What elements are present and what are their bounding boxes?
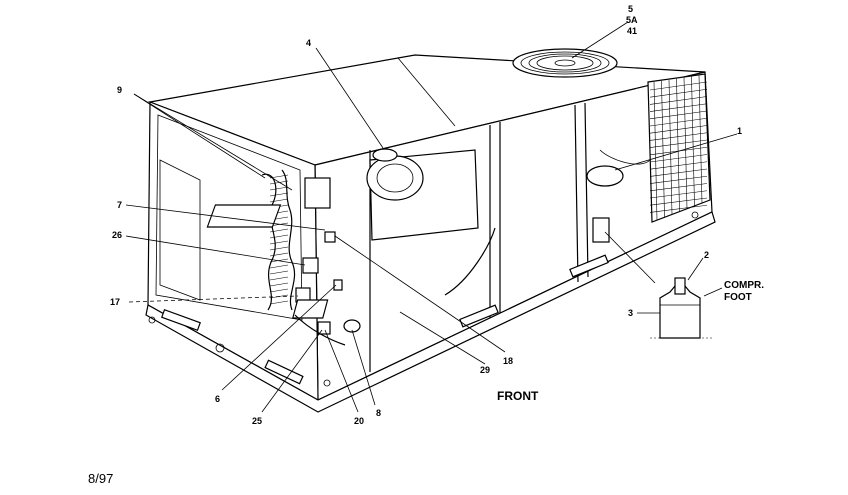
label-17: 17 [110,297,120,307]
label-26: 26 [112,230,122,240]
unit-cabinet [145,54,716,413]
coil-fin [649,154,708,163]
evap-fin [269,186,289,191]
evap-fin [269,234,289,239]
evap-fin [269,300,289,305]
evap-fin [269,252,289,257]
evap-fin [269,240,289,245]
condenser-fan [512,48,618,78]
coil-fin [649,88,708,98]
coil-fin [698,75,703,204]
coil-fin [649,110,708,120]
label-1: 1 [737,126,742,136]
evap-fin [269,198,289,203]
coil-fin [649,168,708,177]
control-components [292,231,361,335]
evap-fin [269,270,289,275]
compressor-foot-detail [650,277,712,339]
compr-foot-line1: COMPR. [724,280,764,291]
label-7: 7 [117,200,122,210]
label-3: 3 [628,308,633,318]
coil-fin [691,76,695,207]
coil-fin [649,117,708,127]
compressor [586,149,651,243]
coil-fin [649,183,708,192]
end-panel-detail [148,114,699,387]
coil-fin [649,204,708,213]
evap-fin [269,246,289,251]
coil-fin [649,81,708,91]
label-5: 5 [628,4,633,14]
label-18: 18 [503,356,513,366]
wiring [444,227,496,296]
front-panels [264,102,609,385]
date-code: 8/97 [88,471,113,486]
blower-assembly [206,148,479,241]
label-9: 9 [117,85,122,95]
coil-fin [649,175,708,184]
label-41: 41 [627,26,637,36]
label-2: 2 [704,250,709,260]
coil-fin [649,103,708,112]
coil-fin [649,132,708,141]
compr-foot-line2: FOOT [724,292,752,303]
leader-lines [125,21,738,413]
coil-fin [649,190,708,199]
label-6: 6 [215,394,220,404]
label-25: 25 [252,416,262,426]
label-5a: 5A [626,15,638,25]
coil-fin [649,161,708,170]
coil-fin [668,79,673,215]
coil-fin [649,197,708,206]
coil-fin [649,139,708,148]
evap-fin [269,174,289,179]
coil-fin [661,80,665,218]
wiring [294,314,346,346]
label-29: 29 [480,365,490,375]
part-labels: 5 5A 41 4 9 1 7 26 17 18 29 6 25 20 8 2 … [88,4,764,486]
evap-fin [269,228,289,233]
coil-fin [649,96,708,105]
condenser-coil [647,73,711,223]
coil-fin [649,125,708,134]
evap-fin [269,276,289,281]
evap-fin [269,282,289,287]
evap-fin [269,264,289,269]
evap-fin [269,288,289,293]
front-label: FRONT [497,389,539,403]
evap-fin [269,192,289,197]
label-20: 20 [354,416,364,426]
label-8: 8 [376,408,381,418]
label-4: 4 [306,38,311,48]
